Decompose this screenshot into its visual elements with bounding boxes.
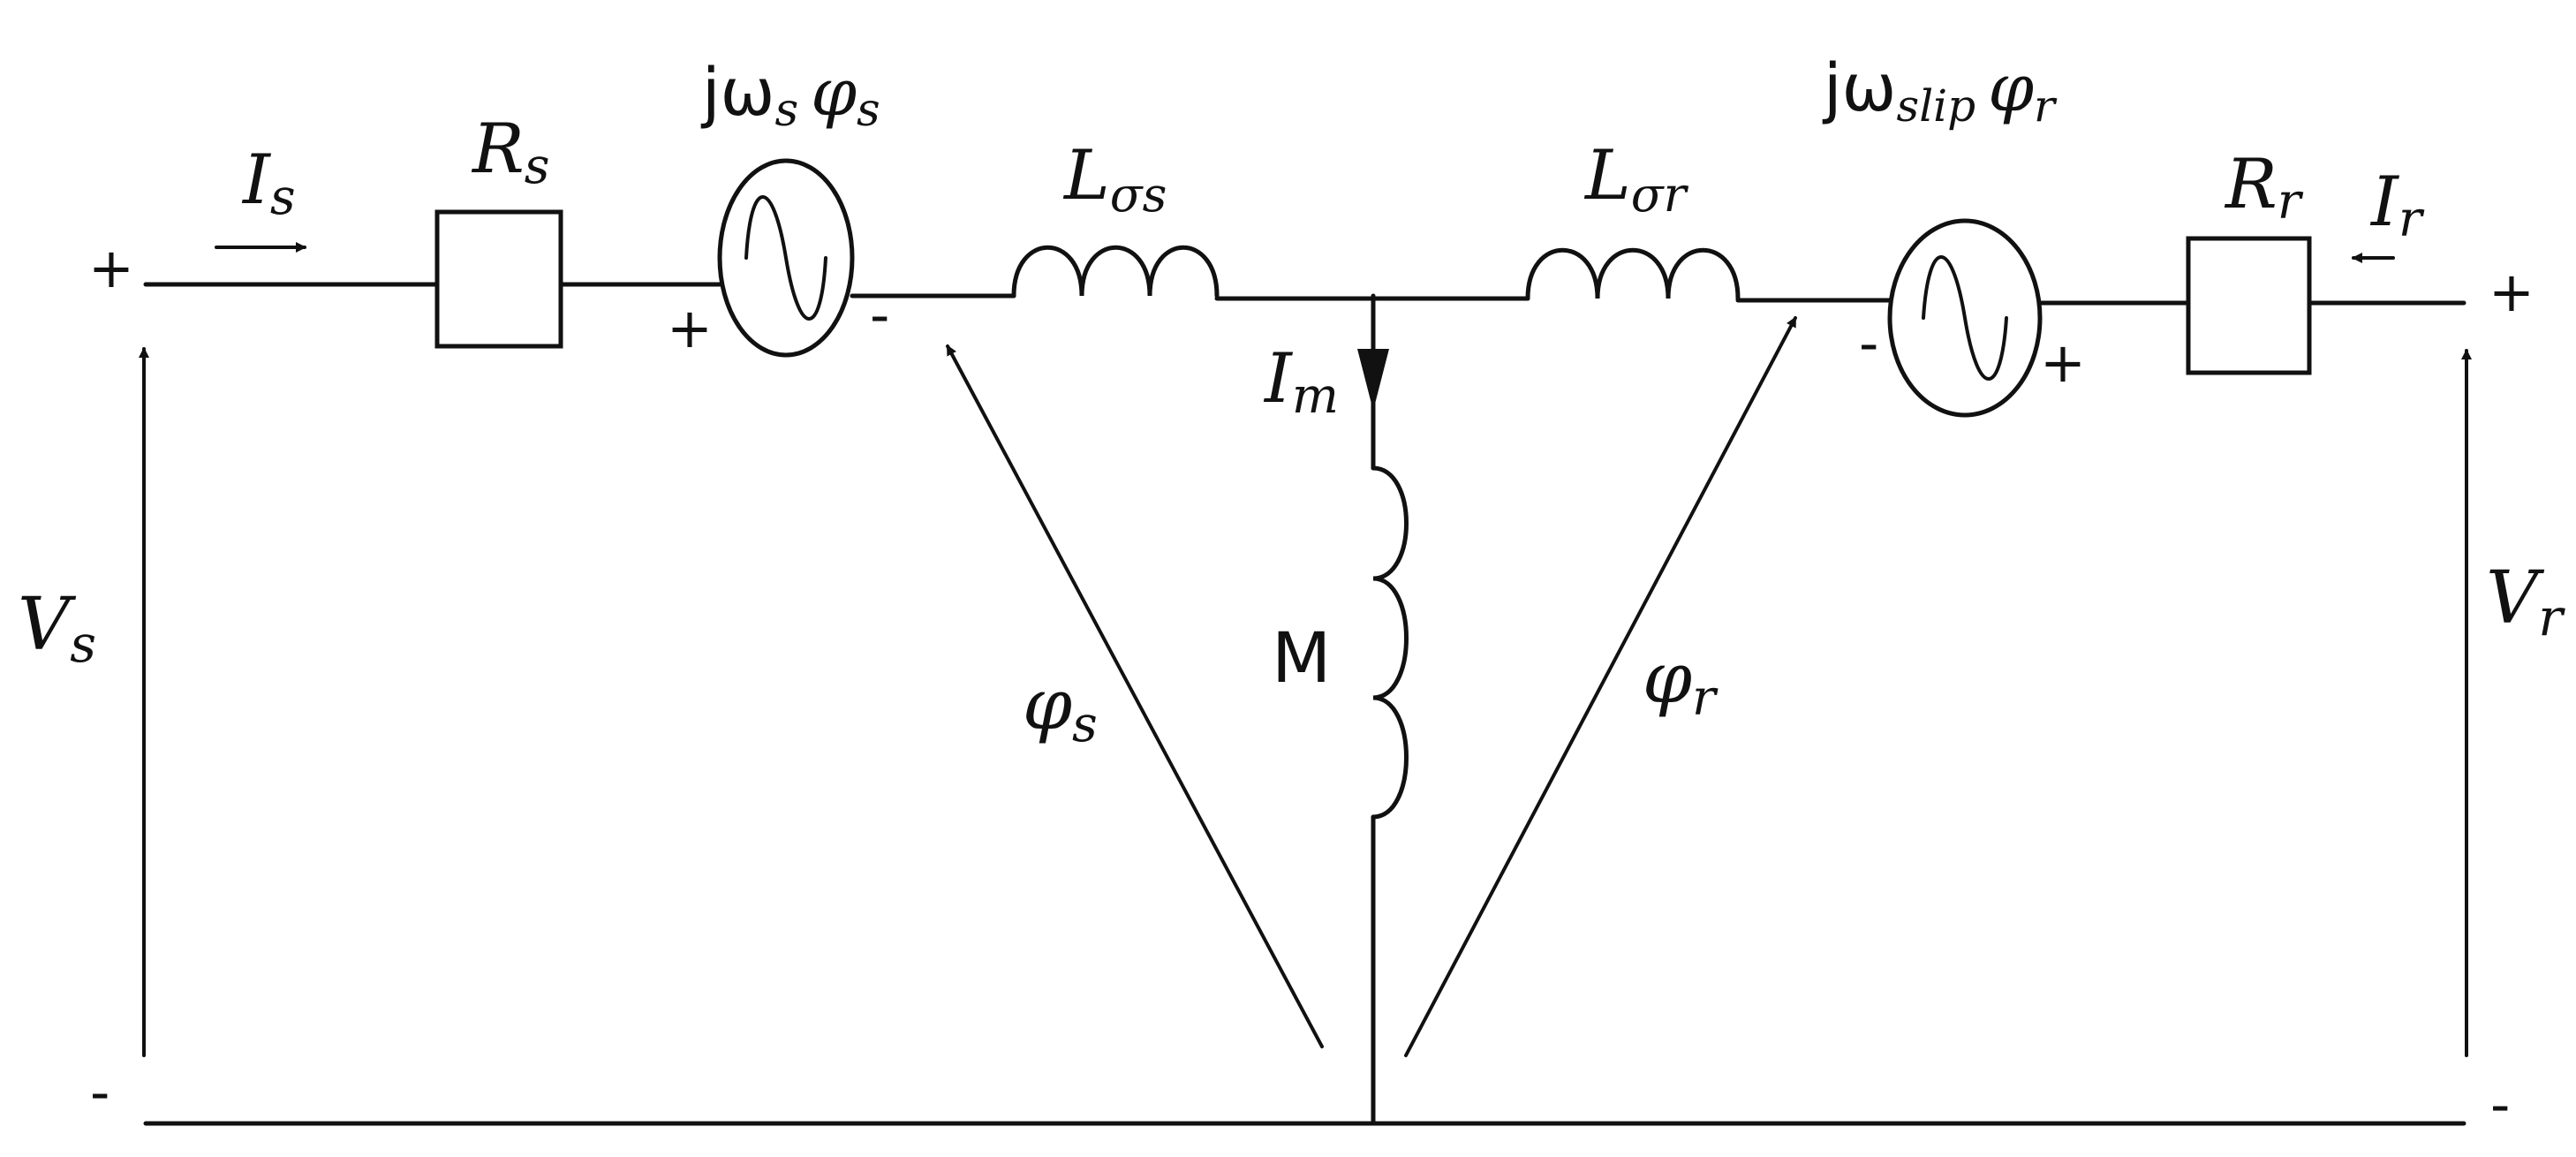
rotor-voltage-plus: + xyxy=(2489,260,2534,324)
top-wires xyxy=(143,282,2466,306)
magnetizing-inductance-label: M xyxy=(1272,619,1331,699)
stator-leakage-label: Lσs xyxy=(1062,136,1167,223)
stator-emf-source xyxy=(717,158,855,358)
stator-current-label: Is xyxy=(241,140,296,226)
rotor-emf-plus: + xyxy=(2040,330,2086,395)
stator-voltage-minus: - xyxy=(90,1060,110,1124)
stator-flux-arrow xyxy=(946,344,1324,1048)
rotor-flux-label: φr xyxy=(1643,637,1719,727)
rotor-emf-source xyxy=(1887,218,2043,418)
rotor-current-label: Ir xyxy=(2369,163,2425,248)
rotor-voltage-minus: - xyxy=(2490,1072,2510,1137)
stator-emf-minus: - xyxy=(870,283,889,347)
rotor-resistor xyxy=(2186,236,2312,375)
stator-voltage-label: Vs xyxy=(18,583,96,674)
stator-resistance-label: Rs xyxy=(471,110,549,195)
magnetizing-branch xyxy=(1357,293,1409,1126)
magnetizing-current-label: Im xyxy=(1263,339,1339,425)
rotor-leakage-inductor xyxy=(1525,247,1741,301)
magnetizing-inductor xyxy=(1371,465,1409,820)
stator-leakage-inductor xyxy=(1011,245,1220,299)
rotor-flux-arrow xyxy=(1404,316,1797,1057)
stator-voltage-plus: + xyxy=(88,236,134,300)
rotor-leakage-label: Lσr xyxy=(1583,136,1689,223)
stator-flux-label: φs xyxy=(1023,663,1098,753)
stator-resistor xyxy=(434,209,563,349)
stator-emf-plus: + xyxy=(667,296,713,360)
rotor-voltage-label: Vr xyxy=(2486,556,2565,647)
magnetizing-current-arrow xyxy=(1357,349,1389,411)
rotor-emf-minus: - xyxy=(1859,311,1878,375)
rotor-resistance-label: Rr xyxy=(2224,145,2304,231)
